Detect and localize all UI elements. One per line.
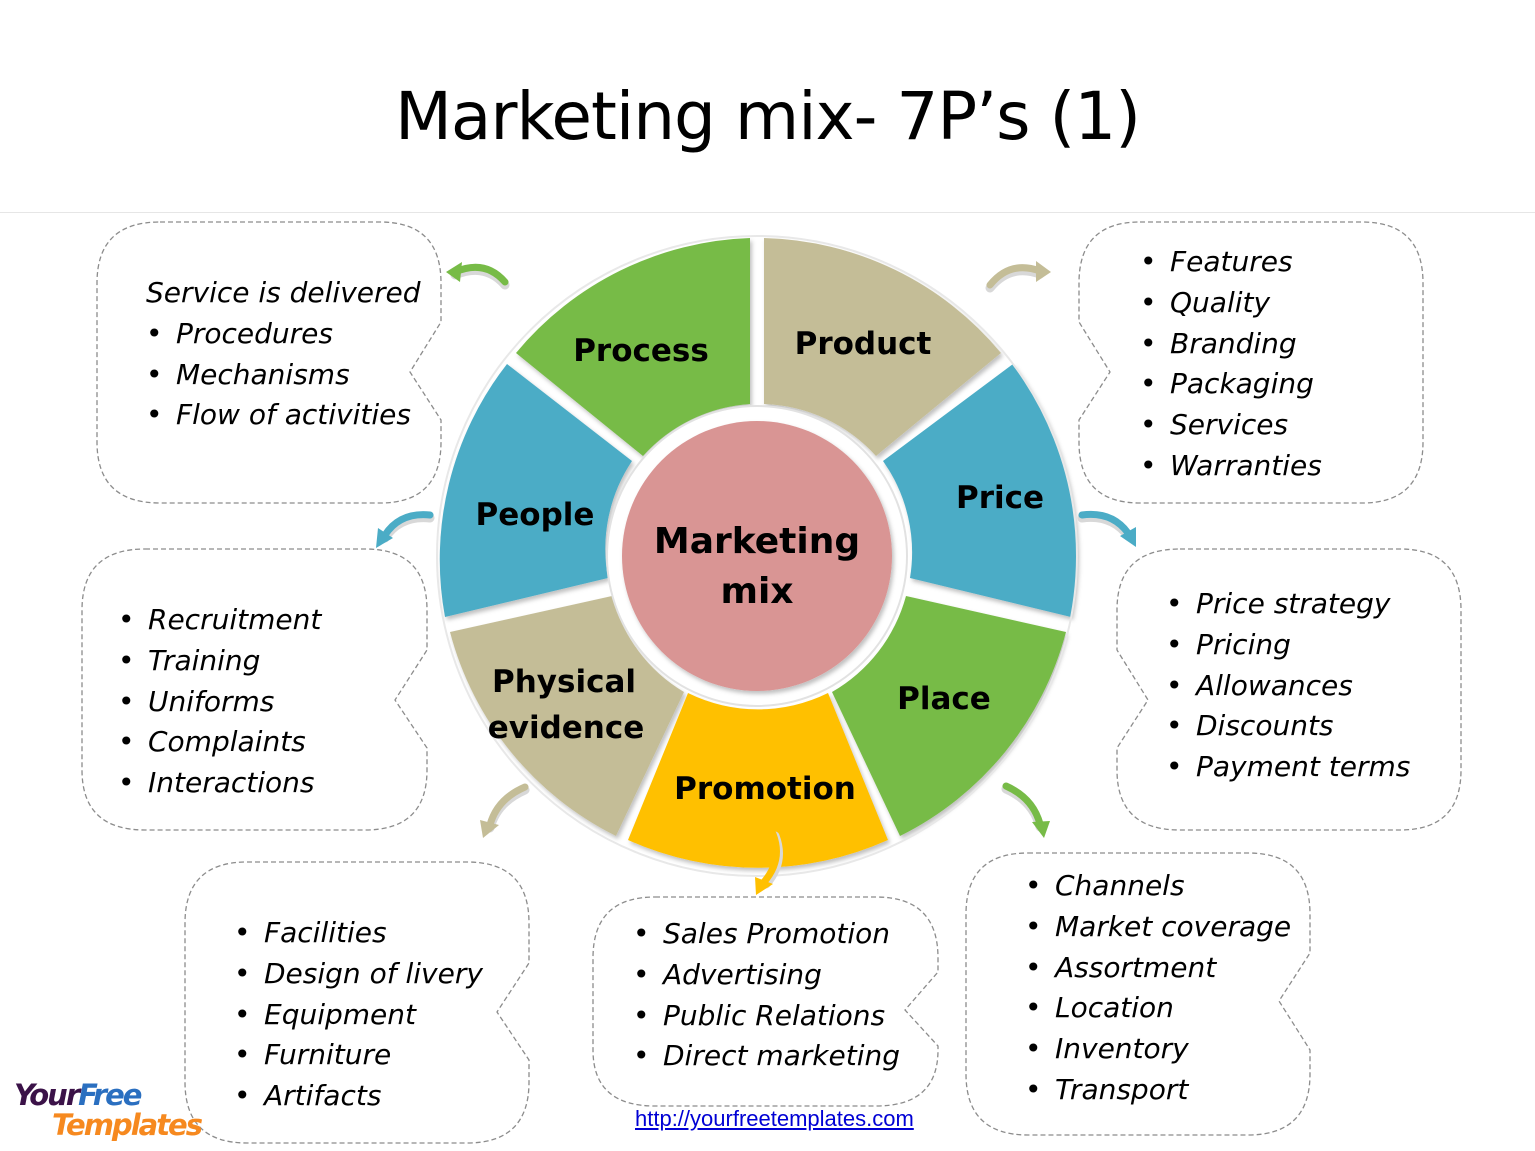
logo-word-templates: Templates [52,1108,203,1142]
arrow-physical-evidence-icon [480,783,530,838]
list-item: Procedures [146,314,421,355]
list-item: Warranties [1140,446,1322,487]
label-physical: Physical [492,664,636,700]
callout-place: Channels Market coverage Assortment Loca… [1025,866,1291,1111]
brand-logo: YourFree Templates [14,1078,204,1144]
label-process: Process [573,333,709,369]
list-item: Equipment [234,995,483,1036]
list-item: Advertising [633,955,900,996]
arrow-process-icon [446,262,510,290]
arrow-promotion-icon [755,830,783,895]
logo-word-free: Free [78,1078,142,1112]
wheel-rim [436,235,1078,877]
list-item: Recruitment [118,600,321,641]
list-item: Packaging [1140,364,1322,405]
list-item: Price strategy [1166,584,1410,625]
list-item: Training [118,641,321,682]
list-item: Inventory [1025,1029,1291,1070]
list-item: Public Relations [633,996,900,1037]
list-item: Channels [1025,866,1291,907]
center-label-line2: mix [720,571,793,612]
list-item: Furniture [234,1035,483,1076]
list-item: Market coverage [1025,907,1291,948]
label-promotion: Promotion [674,771,856,807]
list-item: Features [1140,242,1322,283]
list-item: Design of livery [234,954,483,995]
slide-title: Marketing mix- 7P’s (1) [394,78,1141,155]
list-item: Location [1025,988,1291,1029]
list-item: Pricing [1166,625,1410,666]
center-circle [622,421,892,691]
segment-process [516,238,750,456]
list-item: Flow of activities [146,395,421,436]
segment-price [883,364,1078,617]
list-item: Services [1140,405,1322,446]
callout-process: Service is delivered Procedures Mechanis… [146,273,421,436]
segment-people [439,364,632,617]
label-evidence: evidence [488,710,645,746]
list-item: Transport [1025,1070,1291,1111]
list-item: Complaints [118,722,321,763]
list-item: Quality [1140,283,1322,324]
center-label-line1: Marketing [654,521,860,562]
label-place: Place [897,681,991,717]
list-item: Mechanisms [146,355,421,396]
arrow-product-icon [985,261,1051,293]
callout-price: Price strategy Pricing Allowances Discou… [1166,584,1410,788]
list-item: Assortment [1025,948,1291,989]
label-people: People [476,497,595,533]
logo-word-your: Your [14,1078,80,1112]
footer-website-link[interactable]: http://yourfreetemplates.com [635,1106,914,1131]
arrow-price-icon [1077,510,1136,547]
list-item: Facilities [234,913,483,954]
label-price: Price [956,480,1044,516]
callout-process-lead: Service is delivered [146,276,421,309]
arrow-place-icon [1001,782,1050,838]
segment-physical-evidence [450,596,684,836]
list-item: Branding [1140,324,1322,365]
list-item: Sales Promotion [633,914,900,955]
segment-product [764,238,1001,456]
list-item: Interactions [118,763,321,804]
callout-promotion: Sales Promotion Advertising Public Relat… [633,914,900,1077]
title-divider [0,212,1535,213]
callout-people: Recruitment Training Uniforms Complaints… [118,600,321,804]
list-item: Direct marketing [633,1036,900,1077]
callout-product: Features Quality Branding Packaging Serv… [1140,242,1322,487]
list-item: Payment terms [1166,747,1410,788]
arrow-people-icon [376,511,435,548]
segment-promotion [628,693,888,868]
label-product: Product [795,326,932,362]
segment-place [832,596,1066,836]
list-item: Artifacts [234,1076,483,1117]
list-item: Discounts [1166,706,1410,747]
callout-physical-evidence: Facilities Design of livery Equipment Fu… [234,913,483,1117]
list-item: Uniforms [118,682,321,723]
list-item: Allowances [1166,666,1410,707]
